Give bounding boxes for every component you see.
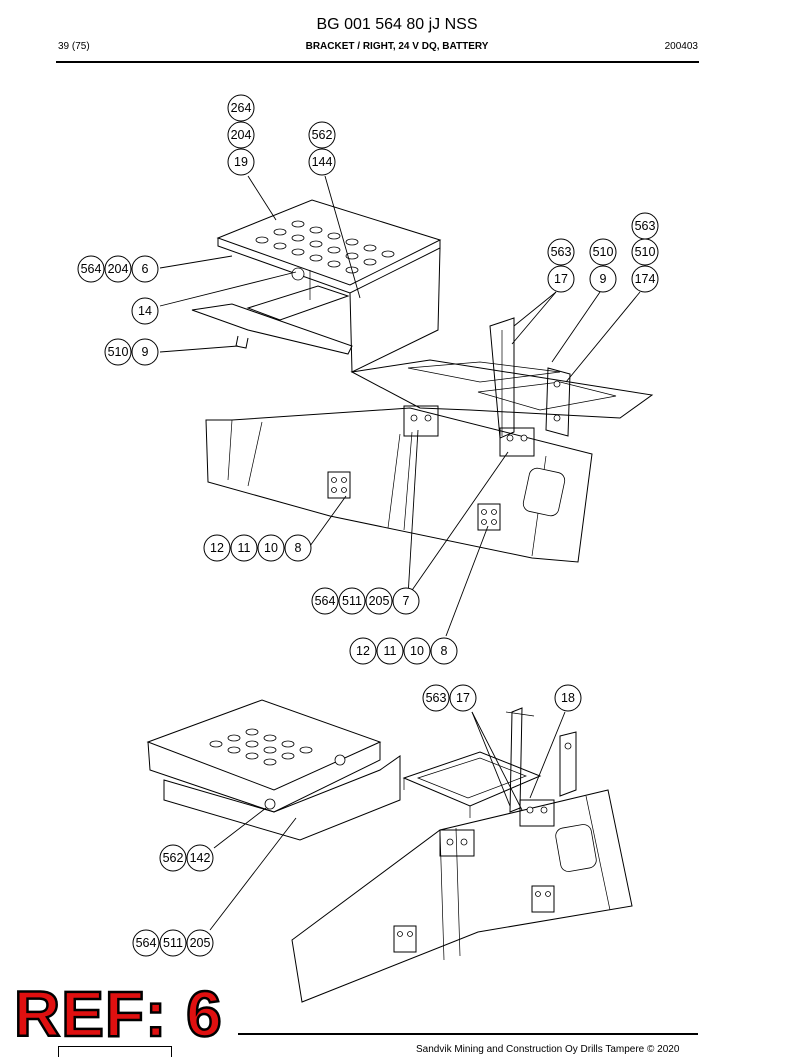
svg-text:511: 511 [163, 936, 183, 950]
svg-text:510: 510 [635, 245, 656, 259]
callout-264: 264 [227, 94, 255, 122]
date-code: 200403 [664, 41, 698, 52]
svg-text:510: 510 [108, 345, 129, 359]
svg-text:11: 11 [384, 644, 397, 658]
lower-vertical-bracket [509, 707, 523, 813]
callout-562-142: 562 142 [159, 844, 214, 872]
svg-text:8: 8 [295, 541, 302, 555]
tray-holes [255, 220, 395, 274]
vertical-bracket [489, 317, 515, 439]
callout-563: 563 [631, 212, 659, 240]
svg-text:564: 564 [81, 262, 102, 276]
callout-12-11-10-8: 12 11 10 8 [203, 534, 312, 562]
svg-text:204: 204 [108, 262, 129, 276]
svg-text:562: 562 [312, 128, 333, 142]
svg-text:264: 264 [231, 101, 252, 115]
svg-text:19: 19 [234, 155, 248, 169]
header-divider [56, 61, 699, 63]
cover-clamp-left [327, 471, 351, 499]
page-number: 39 (75) [58, 41, 90, 52]
svg-text:205: 205 [190, 936, 211, 950]
callout-144: 144 [308, 148, 336, 176]
svg-text:142: 142 [190, 851, 211, 865]
svg-text:204: 204 [231, 128, 252, 142]
svg-text:11: 11 [238, 541, 251, 555]
svg-text:564: 564 [315, 594, 336, 608]
callout-562: 562 [308, 121, 336, 149]
svg-text:7: 7 [403, 594, 410, 608]
svg-text:17: 17 [456, 691, 470, 705]
callout-510: 510 [589, 238, 617, 266]
svg-text:564: 564 [136, 936, 157, 950]
callout-563-17: 563 17 [422, 684, 477, 712]
svg-text:6: 6 [142, 262, 149, 276]
svg-text:563: 563 [635, 219, 656, 233]
svg-text:12: 12 [356, 644, 370, 658]
callout-564-204-6: 564 204 6 [77, 255, 159, 283]
callout-564-511-205: 564 511 205 [132, 929, 214, 957]
svg-text:563: 563 [551, 245, 572, 259]
callout-510-b: 510 [631, 238, 659, 266]
document-title: BG 001 564 80 jJ NSS [316, 16, 478, 33]
svg-text:174: 174 [635, 272, 656, 286]
callout-510-9: 510 9 [104, 338, 159, 366]
section-title: BRACKET / RIGHT, 24 V DQ, BATTERY [305, 41, 489, 52]
lower-tray-holes [209, 728, 313, 766]
callout-174: 174 [631, 265, 659, 293]
callout-18: 18 [554, 684, 582, 712]
support-arm [191, 303, 353, 355]
lower-battery-shelf [402, 751, 542, 807]
svg-text:562: 562 [163, 851, 184, 865]
svg-text:10: 10 [410, 644, 424, 658]
svg-text:10: 10 [264, 541, 278, 555]
svg-text:563: 563 [426, 691, 447, 705]
cover-clamp-right [477, 503, 501, 531]
lower-tray-top [146, 699, 382, 791]
company-logo [58, 1046, 172, 1057]
callout-19: 19 [227, 148, 255, 176]
callout-9: 9 [589, 265, 617, 293]
lower-battery-cover [291, 789, 633, 1003]
base-plate [350, 359, 654, 419]
svg-text:144: 144 [312, 155, 333, 169]
svg-text:9: 9 [600, 272, 607, 286]
callout-564-511-205-7: 564 511 205 7 [311, 587, 420, 615]
lower-assembly [146, 699, 633, 1003]
callout-14: 14 [131, 297, 159, 325]
callout-563-b: 563 [547, 238, 575, 266]
lower-base-frame [163, 755, 401, 841]
callout-12-11-10-8-b: 12 11 10 8 [349, 637, 458, 665]
svg-text:511: 511 [342, 594, 362, 608]
svg-text:18: 18 [561, 691, 575, 705]
ref-stamp: REF: 6 [13, 978, 223, 1050]
battery-cover [205, 407, 593, 563]
leader-lines [159, 175, 641, 931]
svg-text:14: 14 [138, 304, 152, 318]
callout-204: 204 [227, 121, 255, 149]
svg-text:205: 205 [369, 594, 390, 608]
svg-text:510: 510 [593, 245, 614, 259]
upper-assembly [191, 199, 654, 563]
svg-text:9: 9 [142, 345, 149, 359]
tray-top-plate [216, 199, 442, 286]
footer-copyright: Sandvik Mining and Construction Oy Drill… [416, 1044, 680, 1055]
svg-text:8: 8 [441, 644, 448, 658]
footer-divider [238, 1033, 698, 1035]
svg-text:12: 12 [210, 541, 224, 555]
svg-text:17: 17 [554, 272, 568, 286]
callout-17: 17 [547, 265, 575, 293]
